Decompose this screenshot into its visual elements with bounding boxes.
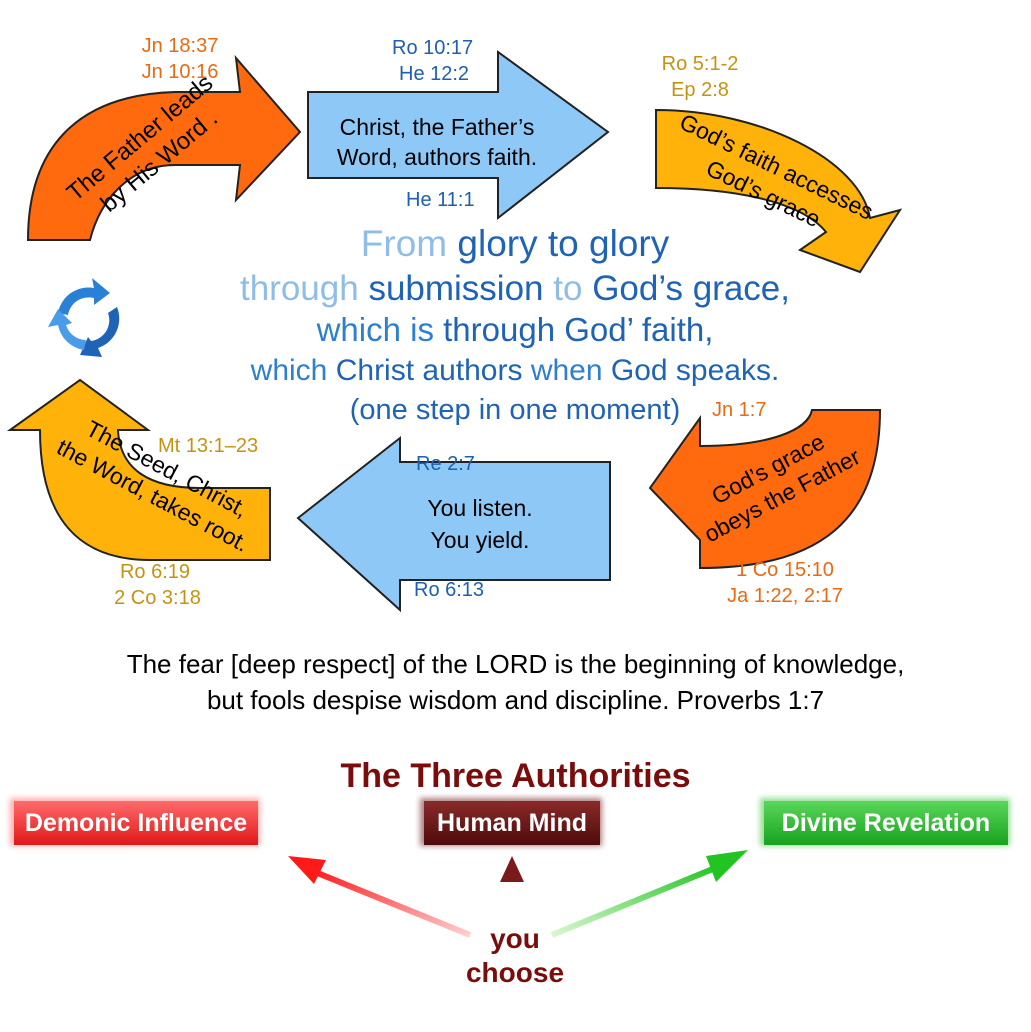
human-box: [424, 801, 600, 845]
center-line-1: From glory to glory: [100, 222, 930, 266]
center-to: to: [553, 269, 583, 308]
faith-ref-1: Ro 5:1-2: [661, 53, 739, 75]
grace-ref-2: 1 Co 15:10: [736, 559, 834, 581]
christ-line-2: Word, authors faith.: [336, 144, 538, 170]
seed-ref-2: Ro 6:19: [119, 561, 191, 583]
center-which-is: which is: [316, 311, 434, 348]
christ-ref-1: Ro 10:17: [392, 37, 474, 59]
divine-box: [764, 801, 1008, 845]
center-line-3: which is through God’ faith,: [100, 310, 930, 350]
grace-ref-1: Jn 1:7: [712, 399, 767, 421]
center-from: From: [360, 223, 448, 264]
christ-ref-2: He 12:2: [399, 63, 470, 85]
center-which: which: [250, 354, 328, 387]
authorities-title: The Three Authorities: [340, 757, 691, 795]
seed-ref-3: 2 Co 3:18: [114, 587, 201, 609]
quote-line-2: but fools despise wisdom and discipline.…: [206, 685, 825, 715]
christ-line-1: Christ, the Father’s: [339, 114, 535, 140]
arrow-to-demonic-head: [288, 856, 326, 884]
center-glory: glory to glory: [457, 223, 670, 264]
demonic-label: Demonic Influence: [24, 809, 248, 837]
father-ref-1: Jn 18:37: [141, 35, 219, 57]
christ-label: Christ, the Father’s Word, authors faith…: [308, 112, 566, 172]
listen-line-2: You yield.: [430, 527, 530, 553]
cycle-icon: [48, 278, 120, 357]
demonic-box: [14, 801, 258, 845]
arrow-to-demonic: [308, 867, 472, 938]
christ-arrow: [307, 50, 610, 221]
faith-ref-2: Ep 2:8: [671, 79, 729, 101]
arrow-to-divine-head: [706, 850, 748, 882]
center-faith: through God’ faith,: [443, 311, 714, 348]
center-when: when: [530, 354, 603, 387]
father-ref-2: Jn 10:16: [141, 61, 219, 83]
father-arrow: [26, 54, 302, 241]
quote-line-1: The fear [deep respect] of the LORD is t…: [126, 649, 905, 679]
listen-label: You listen. You yield.: [380, 492, 580, 556]
grace-ref-3: Ja 1:22, 2:17: [727, 585, 843, 607]
listen-ref-1: Re 2:7: [416, 453, 475, 475]
center-line-4: which Christ authors when God speaks.: [100, 352, 930, 390]
seed-ref-1: Mt 13:1–23: [158, 435, 259, 457]
grace-arrow: [648, 409, 882, 570]
center-through: through: [239, 269, 359, 308]
center-christ-authors: Christ authors: [335, 354, 523, 387]
center-grace: God’s grace,: [592, 269, 790, 308]
center-line-2: through submission to God’s grace,: [100, 268, 930, 310]
seed-arrow: [6, 378, 271, 561]
choose-label: choose: [465, 957, 565, 988]
divine-label: Divine Revelation: [781, 809, 991, 837]
center-line-5: (one step in one moment): [349, 394, 681, 426]
christ-ref-3: He 11:1: [406, 189, 475, 211]
arrow-to-divine: [550, 863, 722, 938]
center-submission: submission: [368, 269, 544, 308]
listen-line-1: You listen.: [427, 495, 533, 521]
you-label: you: [490, 923, 540, 954]
human-label: Human Mind: [437, 809, 587, 837]
center-god-speaks: God speaks.: [610, 354, 780, 387]
faith-arrow: [655, 108, 903, 274]
listen-arrow: [296, 435, 611, 613]
listen-ref-2: Ro 6:13: [414, 579, 485, 601]
arrow-to-human-head: [500, 856, 524, 882]
